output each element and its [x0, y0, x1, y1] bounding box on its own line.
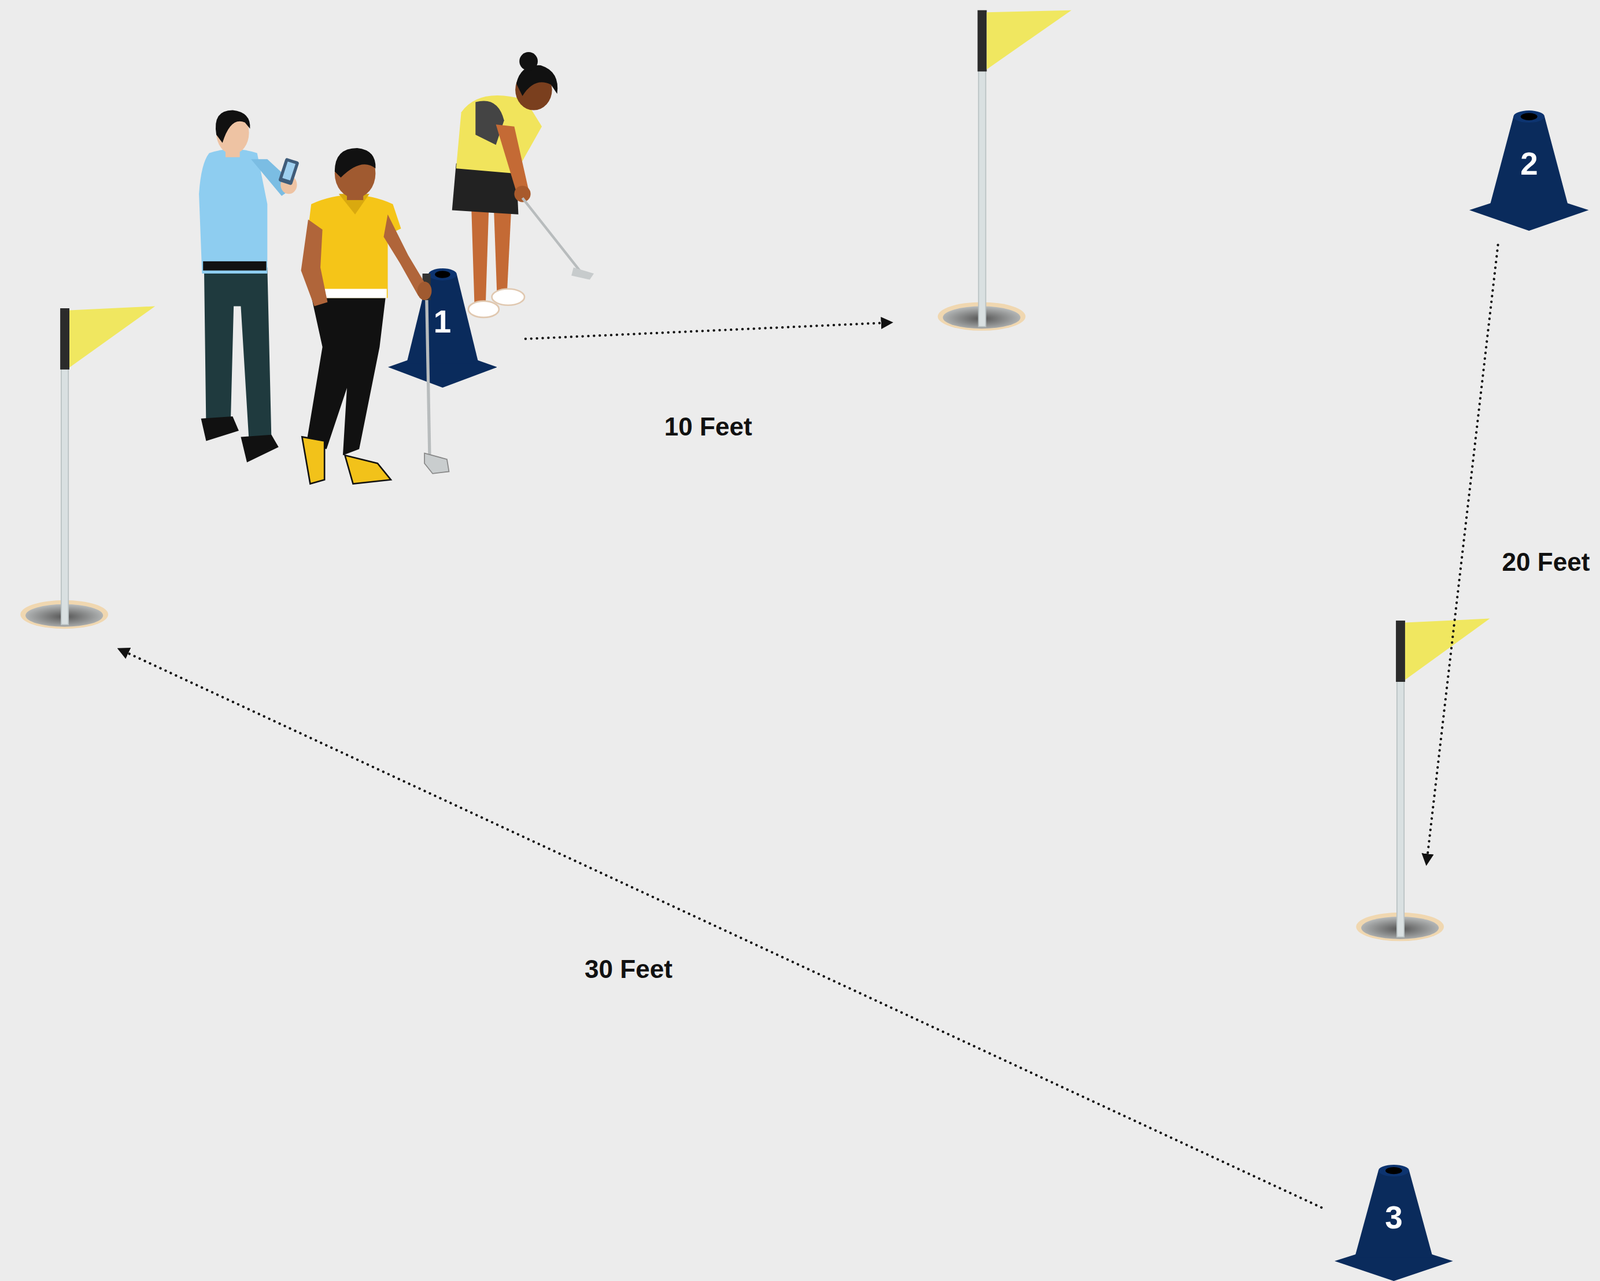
trousers — [305, 296, 386, 456]
hair — [215, 110, 251, 143]
flag-hole — [20, 305, 155, 629]
belt — [202, 261, 266, 271]
coach-figure — [198, 110, 300, 463]
flag-hole — [937, 10, 1072, 331]
club-shaft — [426, 292, 430, 456]
distance-arrow — [119, 649, 1322, 1208]
arm — [496, 124, 529, 192]
cone-opening — [1385, 1166, 1403, 1174]
putter-figure — [452, 52, 594, 318]
shoe — [240, 434, 279, 463]
cone-number: 1 — [388, 302, 498, 341]
pole-top — [60, 308, 70, 370]
shoe — [301, 436, 325, 484]
distance-arrow — [525, 322, 892, 339]
sleeve — [475, 100, 504, 145]
cone-top — [427, 268, 457, 281]
cone-top — [1513, 110, 1545, 123]
cone-marker: 1 — [388, 267, 498, 388]
phone-screen — [282, 161, 296, 181]
distance-arrow — [1426, 245, 1499, 864]
club-grip — [422, 273, 431, 301]
pennant — [1405, 618, 1490, 681]
leg — [493, 209, 512, 294]
shoe — [344, 455, 391, 484]
phone — [278, 157, 300, 186]
player-figure — [301, 148, 402, 484]
shoe — [492, 288, 525, 305]
pole-top — [1395, 620, 1406, 682]
distance-label: 30 Feet — [584, 954, 673, 984]
club-head — [424, 453, 449, 474]
hair — [334, 148, 376, 178]
pennant — [69, 305, 155, 368]
shoe — [201, 416, 239, 441]
cone-marker: 3 — [1334, 1163, 1454, 1281]
cone-top — [1378, 1164, 1410, 1177]
hair — [516, 65, 558, 96]
pole-top — [977, 10, 988, 72]
golf-club — [383, 214, 450, 474]
pennant — [986, 10, 1071, 70]
flag-hole — [1355, 618, 1490, 942]
putter-shaft — [522, 197, 580, 271]
leg — [471, 209, 489, 307]
cone-number: 3 — [1334, 1198, 1454, 1236]
arm — [383, 214, 427, 297]
hand — [417, 281, 432, 301]
shoe — [468, 301, 500, 318]
distance-label: 10 Feet — [664, 412, 753, 442]
shirt — [198, 149, 268, 274]
putter-head — [571, 267, 594, 280]
cone-opening — [1520, 112, 1538, 121]
distance-label: 20 Feet — [1501, 547, 1590, 577]
cone-marker: 2 — [1469, 109, 1589, 231]
hair-bun — [519, 52, 538, 71]
cone-number: 2 — [1469, 145, 1589, 183]
trousers — [204, 267, 272, 441]
cone-opening — [434, 271, 450, 279]
arm — [301, 219, 328, 306]
